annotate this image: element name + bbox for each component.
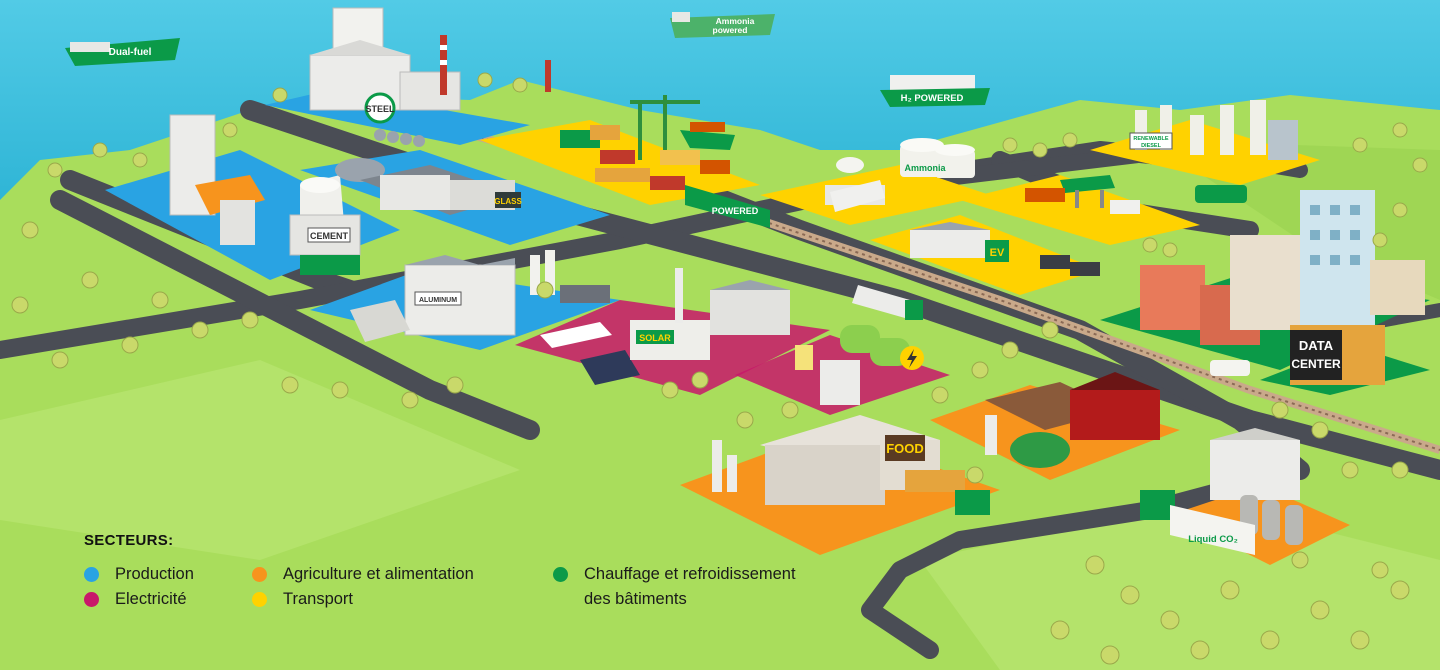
ship-ammonia-label-2: powered [713,25,748,35]
agriculture-dot-icon [252,567,267,582]
trees [11,72,1428,665]
ammonia-tank-label: Ammonia [904,163,946,173]
data-center-label-1: DATA [1299,338,1334,353]
co2-truck-label: Liquid CO₂ [1188,534,1238,545]
ship-ammonia-label-1: Ammonia [716,16,755,26]
legend-item-electricity: Electricité [84,587,187,612]
renewable-label-2: DIESEL [1141,143,1162,149]
legend: SECTEURS: Production Electricité Agricul… [84,532,864,612]
transport-dot-icon [252,592,267,607]
ship-container [680,122,735,150]
renewable-label-1: RENEWABLE [1133,136,1168,142]
chimney [545,60,551,92]
hydrogen-station [1025,175,1140,214]
legend-label-transport: Transport [283,590,353,608]
h2-train: POWERED [595,168,770,228]
glass-sign: GLASS [494,197,522,206]
agriculture-zone-co2 [1170,485,1350,565]
farm [985,372,1160,468]
ship-dual-fuel: Dual-fuel [65,38,180,66]
city-buildings [1140,190,1425,376]
legend-label-electricity: Electricité [115,590,187,608]
train-label: POWERED [712,206,759,216]
solar-sign: SOLAR [639,333,671,343]
ev-station: EV [910,222,1100,276]
ev-sign: EV [990,247,1005,259]
legend-item-production: Production [84,562,194,587]
legend-label-agriculture: Agriculture et alimentation [283,565,474,583]
transport-zone-h2-station [960,175,1200,245]
legend-item-agriculture: Agriculture et alimentation [252,562,474,587]
food-sign: FOOD [886,441,924,456]
renewable-diesel-refinery: RENEWABLE DIESEL [1129,100,1298,203]
solar-plant: SOLAR [540,268,790,385]
legend-label-production: Production [115,565,194,583]
ship-h2-label: H₂ POWERED [901,93,964,104]
data-center-label-2: CENTER [1291,357,1341,371]
legend-item-transport: Transport [252,587,353,612]
data-center: DATA CENTER [1290,325,1385,385]
legend-label-buildings-line2: des bâtiments [584,590,687,608]
aluminum-sign: ALUMINUM [419,297,457,304]
field-patch [0,360,520,560]
trucks [830,180,923,320]
co2-plant: Liquid CO₂ [1140,428,1303,555]
production-dot-icon [84,567,99,582]
ship-h2-powered: H₂ POWERED [880,75,990,107]
port-cranes [560,95,730,174]
agriculture-zone-farm [930,385,1180,480]
cement-plant: CEMENT [169,114,361,275]
hydrogen-storage [795,325,924,405]
legend-item-buildings: Chauffage et refroidissement des bâtimen… [553,562,796,612]
aluminum-plant: ALUMINUM [350,250,610,342]
glass-plant: GLASS [335,158,522,215]
cement-sign: CEMENT [310,231,349,241]
steel-plant: STEEL [309,7,461,147]
buildings-dot-icon [553,567,568,582]
legend-label-buildings: Chauffage et refroidissement [584,565,796,583]
steel-sign: STEEL [365,104,395,114]
food-plant: FOOD [712,415,990,515]
legend-title: SECTEURS: [84,532,174,549]
railway-ties [419,119,1440,451]
electricity-dot-icon [84,592,99,607]
ship-ammonia: Ammonia powered [670,12,775,38]
ship-dual-fuel-label: Dual-fuel [109,47,152,58]
